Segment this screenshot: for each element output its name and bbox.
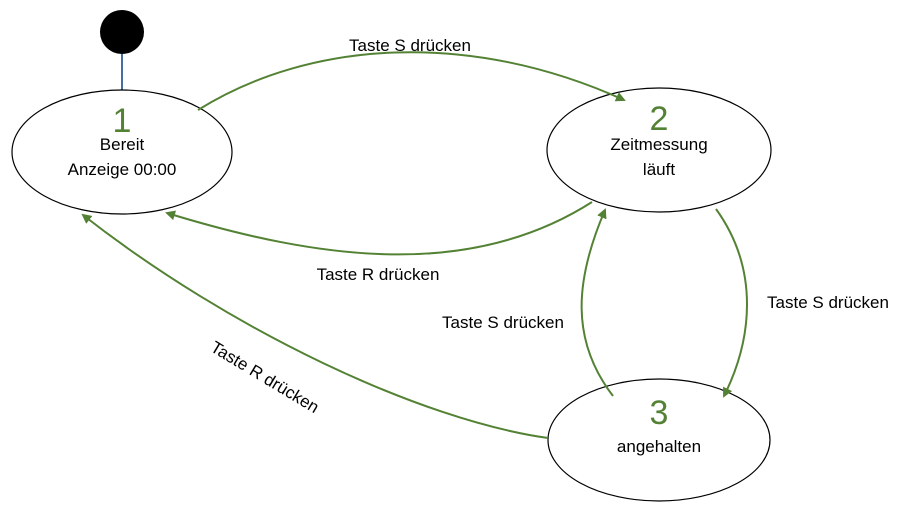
state-2-line1: Zeitmessung <box>610 135 707 154</box>
state-2-ellipse <box>546 87 772 213</box>
transition-label-1-to-2: Taste S drücken <box>349 36 471 55</box>
initial-state-dot <box>100 10 144 54</box>
transition-2-to-3 <box>715 208 748 398</box>
transition-1-to-2 <box>197 51 626 111</box>
state-3: 3 angehalten <box>547 378 771 502</box>
state-2-line2: läuft <box>643 160 675 179</box>
state-1-number: 1 <box>113 102 132 140</box>
state-2: 2 Zeitmessung läuft <box>546 87 772 213</box>
transition-3-to-1 <box>81 213 549 439</box>
transition-3-to-2 <box>580 208 614 397</box>
state-1-line1: Bereit <box>100 135 145 154</box>
transition-label-3-to-2: Taste S drücken <box>442 313 564 332</box>
state-3-line1: angehalten <box>617 437 701 456</box>
state-1: 1 Bereit Anzeige 00:00 <box>11 89 233 215</box>
state-3-number: 3 <box>650 394 669 432</box>
transition-label-3-to-1: Taste R drücken <box>207 338 322 418</box>
transition-label-2-to-1: Taste R drücken <box>317 265 440 284</box>
state-3-ellipse <box>547 378 771 502</box>
state-1-ellipse <box>11 89 233 215</box>
state-2-number: 2 <box>650 100 669 138</box>
transition-label-2-to-3: Taste S drücken <box>767 293 889 312</box>
transition-2-to-1 <box>165 201 593 256</box>
state-1-line2: Anzeige 00:00 <box>68 160 177 179</box>
